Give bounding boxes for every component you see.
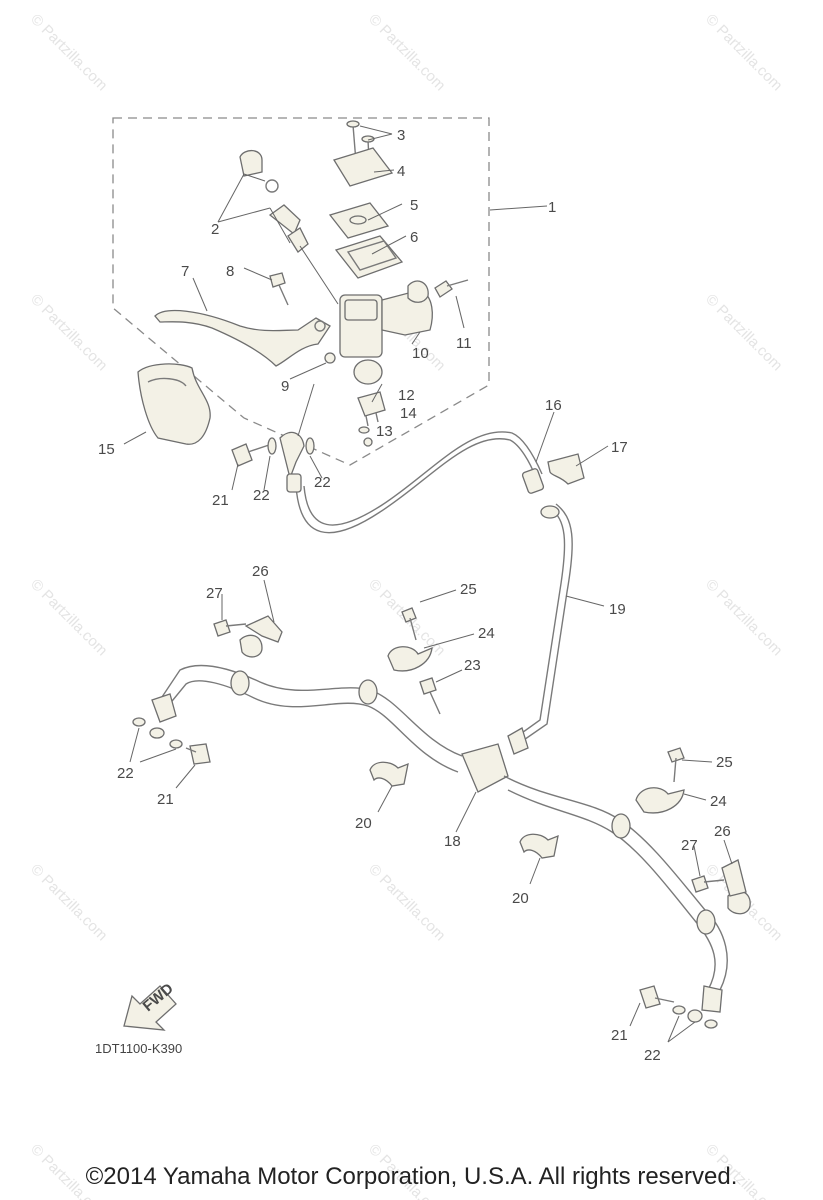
watermark-text: © Partzilla.com — [365, 11, 448, 94]
callout-24-upper: 24 — [478, 625, 495, 642]
watermark-text: © Partzilla.com — [27, 576, 110, 659]
callout-14: 14 — [400, 405, 417, 422]
brake-hose-upper — [295, 438, 537, 534]
callout-25-lower: 25 — [716, 754, 733, 771]
brake-hose-right-edge — [507, 789, 716, 991]
callout-22-top-a: 22 — [253, 487, 270, 504]
joint-bolt — [419, 669, 463, 715]
brake-pipe-edge — [517, 503, 573, 745]
brake-hose-left-edge — [167, 680, 459, 773]
watermark-text: © Partzilla.com — [702, 11, 785, 94]
hose-holder-lower — [635, 747, 713, 814]
hose-grommet-3 — [611, 813, 631, 839]
callout-25-upper: 25 — [460, 581, 477, 598]
watermark-text: © Partzilla.com — [27, 291, 110, 374]
callout-18: 18 — [444, 833, 461, 850]
callout-9: 9 — [281, 378, 289, 395]
master-cylinder — [339, 280, 433, 385]
union-bolt-top — [231, 383, 315, 481]
brake-hose-upper-edge — [303, 431, 543, 526]
diagram-code: 1DT1100-K390 — [95, 1041, 183, 1056]
callout-3: 3 — [397, 127, 405, 144]
brake-lever — [154, 277, 331, 367]
watermark-text: © Partzilla.com — [27, 861, 110, 944]
callout-27-right: 27 — [681, 837, 698, 854]
pipe-nut-bottom — [507, 727, 529, 755]
callout-12: 12 — [398, 387, 415, 404]
piston-kit — [217, 149, 339, 305]
three-way-joint — [461, 743, 509, 793]
hose-grommet-2 — [358, 679, 378, 705]
hose-clamp-left — [213, 579, 283, 658]
callout-21-right: 21 — [611, 1027, 628, 1044]
watermark-text: © Partzilla.com — [27, 11, 110, 94]
reservoir-parts — [328, 120, 404, 279]
hose-holder-upper — [387, 589, 475, 672]
callout-20-right: 20 — [512, 890, 529, 907]
union-bolt-left — [129, 717, 211, 789]
forward-arrow-icon: FWD — [123, 980, 177, 1031]
callout-22-top-b: 22 — [314, 474, 331, 491]
brake-pipe — [511, 507, 566, 741]
callout-11: 11 — [456, 335, 472, 352]
callout-13: 13 — [376, 423, 393, 440]
callout-19: 19 — [609, 601, 626, 618]
hose-fitting-16 — [521, 468, 545, 494]
hose-fitting-top — [286, 473, 302, 493]
callout-21-top: 21 — [212, 492, 229, 509]
callout-8: 8 — [226, 263, 234, 280]
lever-bolt — [269, 272, 336, 380]
callout-20-left: 20 — [355, 815, 372, 832]
callout-23: 23 — [464, 657, 481, 674]
union-bolt-right — [629, 985, 718, 1043]
holder-bolt — [434, 279, 469, 329]
callout-17: 17 — [611, 439, 628, 456]
callout-26-left: 26 — [252, 563, 269, 580]
callout-26-right: 26 — [714, 823, 731, 840]
callout-22-right: 22 — [644, 1047, 661, 1064]
callout-1: 1 — [548, 199, 556, 216]
hose-grommet-1 — [230, 670, 250, 696]
watermark-text: © Partzilla.com — [702, 576, 785, 659]
callout-4: 4 — [397, 163, 405, 180]
pipe-nut-top — [540, 505, 560, 519]
callout-2: 2 — [211, 221, 219, 238]
callout-24-lower: 24 — [710, 793, 727, 810]
hose-clamp-right — [691, 839, 751, 915]
clip-right — [519, 833, 559, 885]
callout-5: 5 — [410, 197, 418, 214]
hose-end-right — [701, 985, 723, 1013]
cylinder-cover — [137, 363, 211, 445]
brake-hose-right — [503, 775, 728, 991]
hose-grommet-4 — [696, 909, 716, 935]
callout-16: 16 — [545, 397, 562, 414]
callout-7: 7 — [181, 263, 189, 280]
callout-22-left: 22 — [117, 765, 134, 782]
callout-6: 6 — [410, 229, 418, 246]
callout-15: 15 — [98, 441, 115, 458]
leader-lines — [123, 125, 701, 877]
brake-hose-left — [159, 664, 463, 757]
copyright-notice: ©2014 Yamaha Motor Corporation, U.S.A. A… — [85, 1163, 738, 1190]
hose-clip-17 — [547, 453, 585, 485]
callout-10: 10 — [412, 345, 429, 362]
assembly-boundary — [112, 117, 490, 466]
brake-switch — [357, 383, 386, 447]
callouts: 1 2 3 4 5 6 7 8 9 10 11 12 13 14 15 16 1… — [98, 127, 733, 1064]
watermark-text: © Partzilla.com — [702, 291, 785, 374]
clip-left — [369, 761, 409, 813]
callout-21-left: 21 — [157, 791, 174, 808]
callout-27-left: 27 — [206, 585, 223, 602]
hose-end-left — [151, 693, 177, 723]
watermark-text: © Partzilla.com — [365, 861, 448, 944]
